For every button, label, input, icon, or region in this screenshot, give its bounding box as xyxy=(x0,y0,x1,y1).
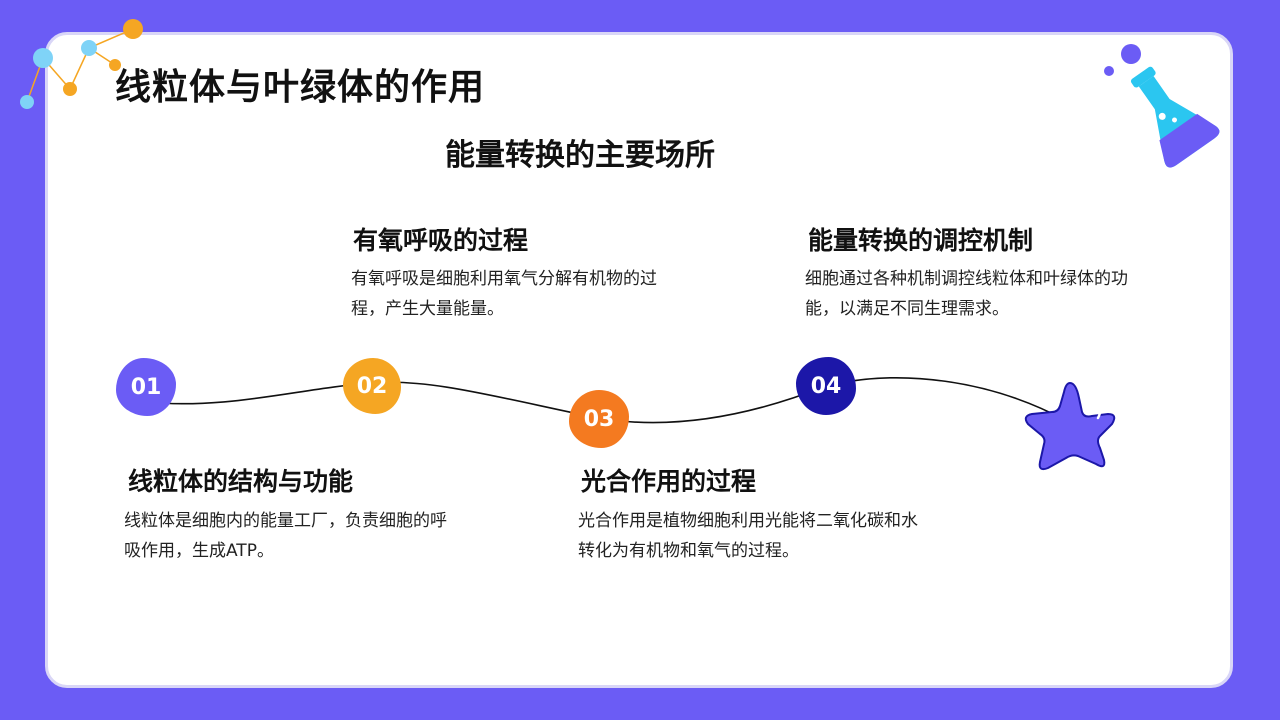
step-heading-01: 线粒体的结构与功能 xyxy=(128,462,353,498)
step-number: 03 xyxy=(584,407,615,432)
step-heading-02: 有氧呼吸的过程 xyxy=(353,221,528,257)
step-text-02: 有氧呼吸是细胞利用氧气分解有机物的过程，产生大量能量。 xyxy=(351,264,681,324)
step-badge-02: 02 xyxy=(343,358,401,414)
step-text-01: 线粒体是细胞内的能量工厂，负责细胞的呼吸作用，生成ATP。 xyxy=(124,506,456,566)
step-badge-04: 04 xyxy=(796,357,856,415)
step-number: 04 xyxy=(811,374,842,399)
star-icon xyxy=(1020,378,1115,473)
step-badge-03: 03 xyxy=(569,390,629,448)
step-text-04: 细胞通过各种机制调控线粒体和叶绿体的功能，以满足不同生理需求。 xyxy=(805,264,1150,324)
step-text-03: 光合作用是植物细胞利用光能将二氧化碳和水转化为有机物和氧气的过程。 xyxy=(578,506,920,566)
step-heading-04: 能量转换的调控机制 xyxy=(808,221,1033,257)
step-number: 01 xyxy=(131,375,162,400)
step-heading-03: 光合作用的过程 xyxy=(581,462,756,498)
step-number: 02 xyxy=(357,374,388,399)
